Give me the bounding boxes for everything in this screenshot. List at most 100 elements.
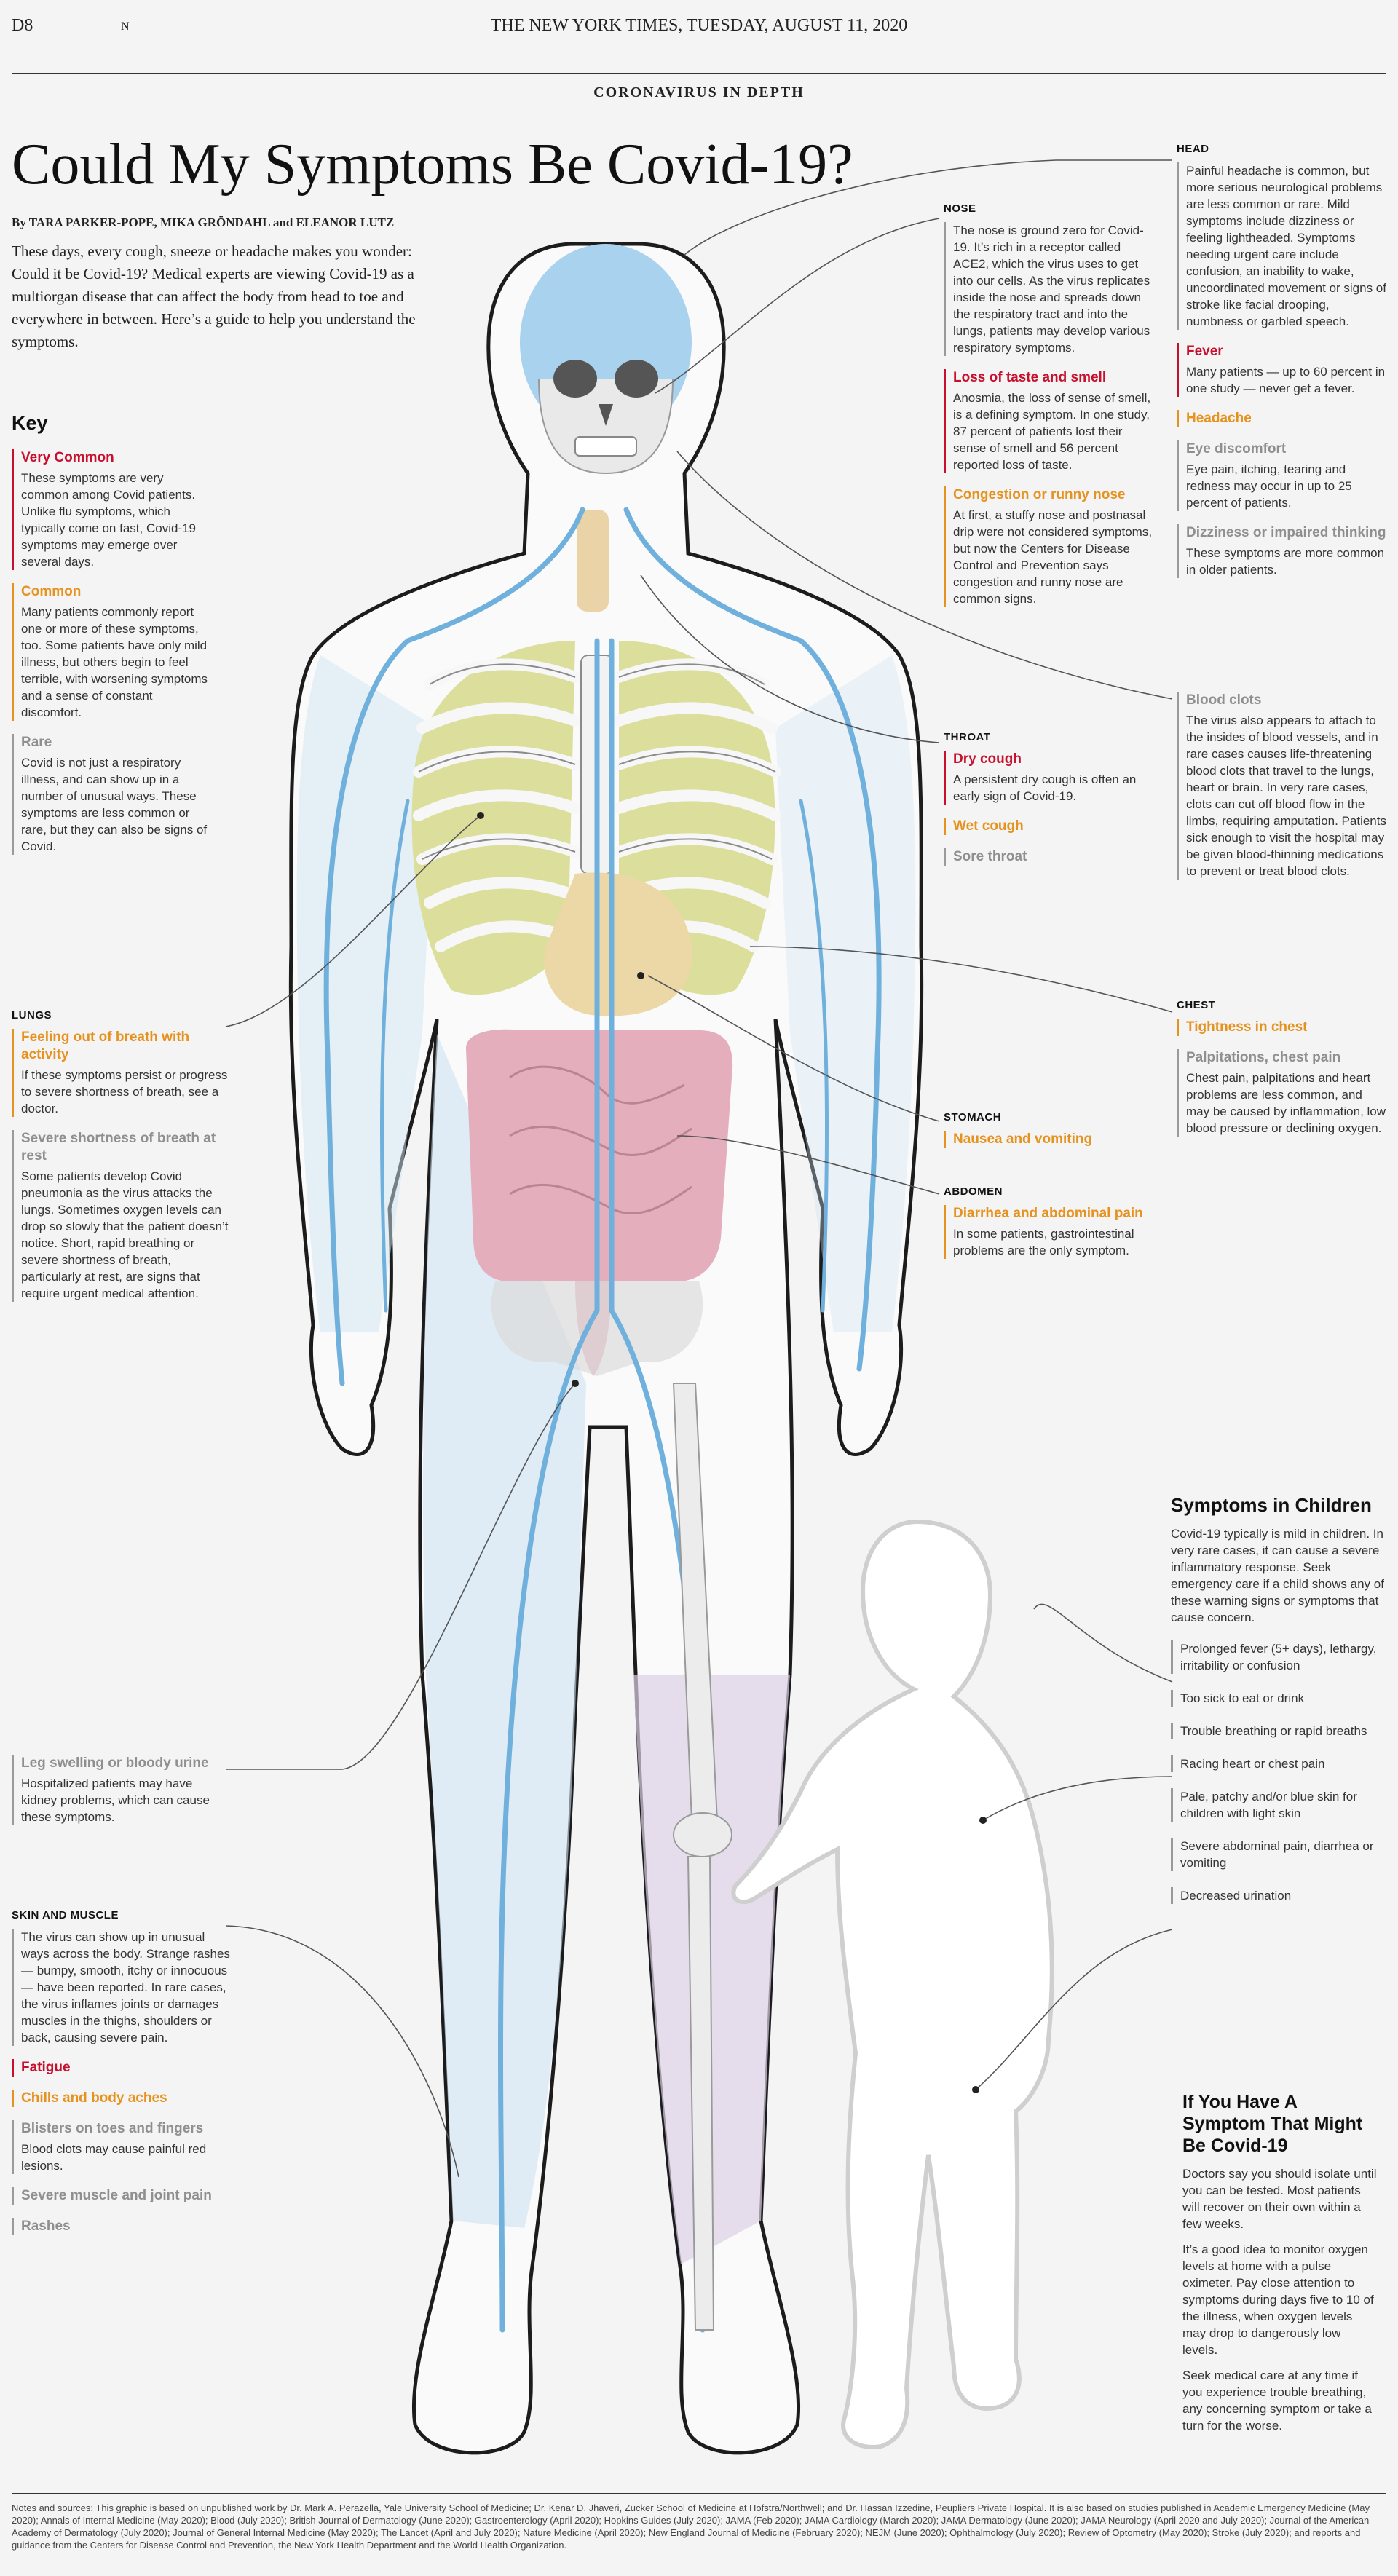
leg-bones xyxy=(672,1383,732,2331)
symptom-title: Fever xyxy=(1186,344,1223,359)
abdomen-block: ABDOMEN Diarrhea and abdominal pain In s… xyxy=(944,1185,1155,1272)
symptom-text: Anosmia, the loss of sense of smell, is … xyxy=(953,391,1151,472)
symptom-item: Blisters on toes and fingers Blood clots… xyxy=(12,2120,230,2174)
if-you-have-title: If You Have A Symptom That Might Be Covi… xyxy=(1182,2092,1363,2156)
symptom-title: Eye discomfort xyxy=(1186,441,1287,457)
key-label: Common xyxy=(21,584,82,599)
symptom-title: Severe shortness of breath at rest xyxy=(21,1131,216,1163)
symptom-item: Leg swelling or bloody urine Hospitalize… xyxy=(12,1755,230,1825)
section-label: THROAT xyxy=(944,731,991,743)
symptom-item: Severe shortness of breath at rest Some … xyxy=(12,1130,230,1302)
symptom-text: Blood clots may cause painful red lesion… xyxy=(21,2142,207,2173)
symptom-item: Headache xyxy=(1177,410,1388,427)
symptom-text: These symptoms are more common in older … xyxy=(1186,546,1385,577)
key-label: Rare xyxy=(21,735,52,750)
child-symptom: Prolonged fever (5+ days), lethargy, irr… xyxy=(1171,1640,1389,1674)
symptom-text: The virus also appears to attach to the … xyxy=(1186,714,1386,878)
symptom-title: Blisters on toes and fingers xyxy=(21,2121,204,2136)
symptom-item: Blood clots The virus also appears to at… xyxy=(1177,692,1388,880)
symptom-title: Severe muscle and joint pain xyxy=(21,2188,212,2203)
symptom-item: Dry cough A persistent dry cough is ofte… xyxy=(944,751,1155,805)
symptom-item: Fever Many patients — up to 60 percent i… xyxy=(1177,343,1388,397)
section-label: LUNGS xyxy=(12,1009,52,1022)
symptom-text: At first, a stuffy nose and postnasal dr… xyxy=(953,508,1153,606)
section-kicker: CORONAVIRUS IN DEPTH xyxy=(593,84,805,100)
nose-block: NOSE The nose is ground zero for Covid-1… xyxy=(944,202,1155,620)
child-symptom: Racing heart or chest pain xyxy=(1171,1755,1389,1772)
key-common: Common Many patients commonly report one… xyxy=(12,583,208,721)
intro-paragraph: These days, every cough, sneeze or heada… xyxy=(12,242,416,350)
blood-block: Blood clots The virus also appears to at… xyxy=(1177,692,1388,893)
advice-paragraph: Doctors say you should isolate until you… xyxy=(1182,2167,1377,2231)
symptom-text: Some patients develop Covid pneumonia as… xyxy=(21,1169,229,1300)
advice-paragraph: Seek medical care at any time if you exp… xyxy=(1182,2368,1372,2433)
symptom-item: Sore throat xyxy=(944,848,1155,866)
section-intro: The virus can show up in unusual ways ac… xyxy=(12,1929,230,2046)
symptom-title: Feeling out of breath with activity xyxy=(21,1030,190,1062)
symptom-title: Fatigue xyxy=(21,2060,71,2075)
section-label: CHEST xyxy=(1177,999,1216,1011)
section-intro: Painful headache is common, but more ser… xyxy=(1177,162,1388,330)
symptom-title: Tightness in chest xyxy=(1186,1019,1308,1035)
symptom-text: If these symptoms persist or progress to… xyxy=(21,1068,228,1115)
symptom-title: Blood clots xyxy=(1186,692,1262,708)
child-symptom: Too sick to eat or drink xyxy=(1171,1690,1389,1707)
symptom-title: Rashes xyxy=(21,2219,71,2234)
symptom-item: Feeling out of breath with activity If t… xyxy=(12,1029,230,1117)
symptom-title: Congestion or runny nose xyxy=(953,487,1126,502)
key-rare: Rare Covid is not just a respiratory ill… xyxy=(12,734,208,855)
throat-block: THROAT Dry cough A persistent dry cough … xyxy=(944,731,1155,879)
symptom-item: Nausea and vomiting xyxy=(944,1131,1155,1148)
symptom-item: Diarrhea and abdominal pain In some pati… xyxy=(944,1205,1155,1259)
page-number: D8 xyxy=(12,16,33,35)
child-symptom: Decreased urination xyxy=(1171,1887,1389,1904)
byline: By TARA PARKER-POPE, MIKA GRÖNDAHL and E… xyxy=(12,216,395,229)
advice-paragraph: It’s a good idea to monitor oxygen level… xyxy=(1182,2243,1374,2357)
symptom-text: Hospitalized patients may have kidney pr… xyxy=(21,1777,210,1824)
key-heading: Key xyxy=(12,412,48,434)
head-block: HEAD Painful headache is common, but mor… xyxy=(1177,143,1388,591)
key-text: Many patients commonly report one or mor… xyxy=(21,605,208,719)
symptom-title: Sore throat xyxy=(953,849,1027,864)
symptom-text: In some patients, gastrointestinal probl… xyxy=(953,1227,1134,1257)
leg-block: Leg swelling or bloody urine Hospitalize… xyxy=(12,1755,230,1838)
symptom-item: Loss of taste and smell Anosmia, the los… xyxy=(944,369,1155,473)
section-label: SKIN AND MUSCLE xyxy=(12,1909,119,1921)
key-legend: Key Very Common These symptoms are very … xyxy=(12,412,208,868)
section-label: ABDOMEN xyxy=(944,1185,1003,1198)
sources-notes: Notes and sources: This graphic is based… xyxy=(12,2502,1370,2551)
pelvis xyxy=(491,1281,703,1376)
symptom-title: Nausea and vomiting xyxy=(953,1131,1093,1147)
symptom-text: Eye pain, itching, tearing and redness m… xyxy=(1186,462,1352,510)
section-label: STOMACH xyxy=(944,1111,1002,1123)
stomach-block: STOMACH Nausea and vomiting xyxy=(944,1111,1155,1161)
headline: Could My Symptoms Be Covid-19? xyxy=(12,133,853,197)
if-you-have-block: If You Have A Symptom That Might Be Covi… xyxy=(1182,2091,1379,2443)
footer-rule xyxy=(12,2493,1386,2494)
symptom-title: Wet cough xyxy=(953,818,1024,834)
symptom-item: Palpitations, chest pain Chest pain, pal… xyxy=(1177,1049,1388,1137)
symptom-item: Rashes xyxy=(12,2218,230,2235)
symptom-item: Eye discomfort Eye pain, itching, tearin… xyxy=(1177,440,1388,511)
symptom-item: Severe muscle and joint pain xyxy=(12,2187,230,2205)
header-rule xyxy=(12,73,1386,74)
skin-block: SKIN AND MUSCLE The virus can show up in… xyxy=(12,1909,230,2248)
lungs-block: LUNGS Feeling out of breath with activit… xyxy=(12,1009,230,1315)
children-block: Symptoms in Children Covid-19 typically … xyxy=(1171,1494,1389,1920)
chest-block: CHEST Tightness in chest Palpitations, c… xyxy=(1177,999,1388,1150)
symptom-title: Loss of taste and smell xyxy=(953,370,1107,385)
stomach-shape xyxy=(544,872,692,1016)
blood-vessels xyxy=(323,507,882,2333)
symptom-item: Fatigue xyxy=(12,2059,230,2077)
symptom-title: Headache xyxy=(1186,411,1252,426)
section-label: NOSE xyxy=(944,202,976,215)
key-label: Very Common xyxy=(21,450,114,465)
symptom-title: Dizziness or impaired thinking xyxy=(1186,525,1386,540)
child-symptom: Severe abdominal pain, diarrhea or vomit… xyxy=(1171,1838,1389,1871)
symptom-text: Chest pain, palpitations and heart probl… xyxy=(1186,1071,1386,1135)
symptom-item: Congestion or runny nose At first, a stu… xyxy=(944,486,1155,607)
section-label: HEAD xyxy=(1177,143,1209,155)
dateline: THE NEW YORK TIMES, TUESDAY, AUGUST 11, … xyxy=(490,16,908,35)
symptom-title: Chills and body aches xyxy=(21,2090,167,2106)
